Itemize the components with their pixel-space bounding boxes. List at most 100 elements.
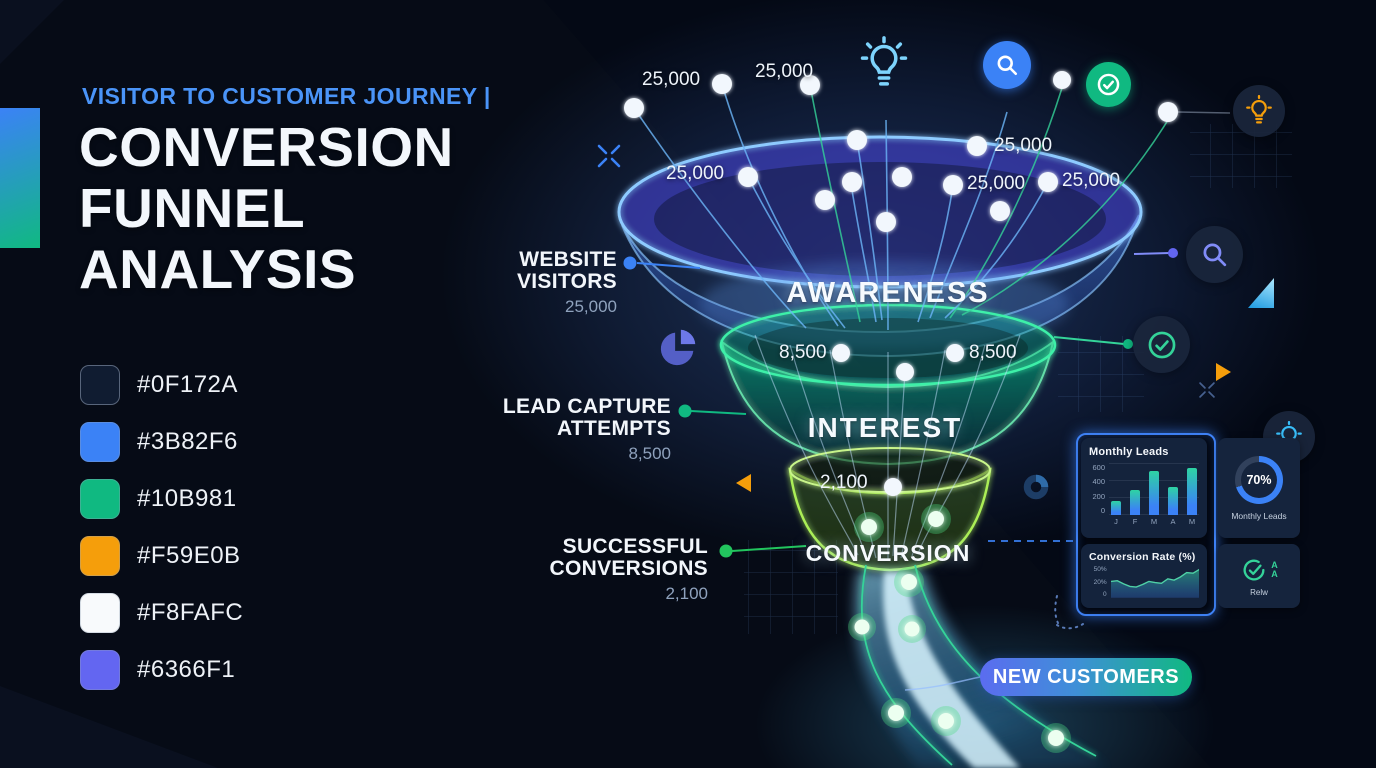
callout-value: 2,100 xyxy=(665,584,708,603)
x-sketch-icon xyxy=(1198,381,1216,404)
dashboard-panel-border xyxy=(1076,433,1216,616)
callout-value: 8,500 xyxy=(628,444,671,463)
dotted-axis-icon xyxy=(1045,592,1087,639)
bar-chart: 600 400 200 0 xyxy=(1089,463,1199,515)
hex-label: #0F172A xyxy=(137,371,238,398)
page-title: CONVERSION FUNNEL ANALYSIS xyxy=(79,117,454,300)
color-palette: #0F172A #3B82F6 #10B981 #F59E0B #F8FAFC … xyxy=(80,365,243,707)
x-axis-label: A xyxy=(1170,517,1176,526)
hex-label: #10B981 xyxy=(137,485,237,512)
value-label: 8,500 xyxy=(779,342,827,363)
callout-label: WEBSITE xyxy=(519,248,617,271)
axis-tick: 20% xyxy=(1093,578,1107,586)
bar-fill xyxy=(1187,468,1197,515)
check-card-label: Relw xyxy=(1250,587,1268,597)
funnel-stage-conversion xyxy=(788,447,992,572)
value-label: 2,100 xyxy=(820,472,868,493)
bar-fill xyxy=(1149,471,1159,515)
check-icon xyxy=(1243,559,1265,581)
stage-label-interest: INTEREST xyxy=(807,412,963,443)
y-axis-ticks: 600 400 200 0 xyxy=(1089,463,1109,515)
bar xyxy=(1149,471,1159,515)
stage-label-awareness: AWARENESS xyxy=(786,277,990,309)
callout-successful-conversions: SUCCESSFUL CONVERSIONS 2,100 xyxy=(550,536,709,604)
x-axis-label: M xyxy=(1188,517,1196,526)
axis-tick: 200 xyxy=(1092,491,1105,501)
value-label: 25,000 xyxy=(666,163,725,184)
callout-label: VISITORS xyxy=(516,270,617,293)
palette-row: #0F172A xyxy=(80,365,243,405)
flow-lines xyxy=(633,83,1169,331)
color-swatch xyxy=(80,479,120,519)
new-customers-badge[interactable]: NEW CUSTOMERS xyxy=(980,658,1192,696)
hex-label: #F8FAFC xyxy=(137,599,244,626)
decor-grids xyxy=(744,124,1292,634)
card-title: Monthly Leads xyxy=(1089,446,1169,458)
conversion-rate-card: Conversion Rate (%) 50% 20% 0 xyxy=(1081,544,1207,608)
lightbulb-icon xyxy=(856,36,912,92)
x-sketch-icon xyxy=(596,143,622,174)
value-label: 25,000 xyxy=(994,135,1053,156)
inner-flow-lines xyxy=(754,334,1021,560)
callout-value: 25,000 xyxy=(565,297,617,316)
callout-lead-capture: LEAD CAPTURE ATTEMPTS 8,500 xyxy=(503,396,671,464)
axis-tick: 600 xyxy=(1092,463,1105,472)
donut-value: 70% xyxy=(1246,472,1272,487)
axis-tick: 0 xyxy=(1100,505,1105,515)
palette-row: #F8FAFC xyxy=(80,593,243,633)
callout-label: ATTEMPTS xyxy=(556,417,671,440)
palette-row: #F59E0B xyxy=(80,536,243,576)
axis-tick: 50% xyxy=(1093,566,1107,573)
bar-fill xyxy=(1111,501,1121,515)
bar xyxy=(1168,487,1178,515)
x-axis-label: F xyxy=(1132,517,1138,526)
callout-label: CONVERSIONS xyxy=(549,557,708,580)
value-label: 8,500 xyxy=(969,342,1017,363)
bar xyxy=(1111,501,1121,515)
bar xyxy=(1187,468,1197,515)
axis-tick: 400 xyxy=(1092,477,1105,487)
card-title: Conversion Rate (%) xyxy=(1089,551,1196,563)
hex-label: #F59E0B xyxy=(137,542,241,569)
bar-fill xyxy=(1130,490,1140,515)
donut-gauge: 70% xyxy=(1235,455,1283,504)
area-chart: 50% 20% 0 xyxy=(1089,566,1199,598)
corner-folds xyxy=(0,0,218,768)
check-icon xyxy=(1086,62,1131,107)
y-axis-ticks: 50% 20% 0 xyxy=(1089,566,1111,598)
connectors xyxy=(623,111,1231,691)
search-icon xyxy=(983,41,1031,89)
pie-chart-icon xyxy=(655,325,701,376)
color-swatch xyxy=(80,422,120,462)
page-title-line: FUNNEL xyxy=(79,177,306,239)
monthly-leads-bars xyxy=(1109,463,1199,515)
value-label: 25,000 xyxy=(967,173,1026,194)
palette-row: #3B82F6 xyxy=(80,422,243,462)
triangle-pointer-right xyxy=(1216,363,1231,381)
color-swatch xyxy=(80,593,120,633)
donut-icon xyxy=(1022,473,1050,506)
lightbulb-icon xyxy=(1233,85,1285,137)
conversion-dots xyxy=(848,504,1071,753)
triangle-pointer-left xyxy=(736,474,751,492)
bar xyxy=(1130,490,1140,515)
accent-side-bar xyxy=(0,108,40,248)
palette-row: #10B981 xyxy=(80,479,243,519)
palette-row: #6366F1 xyxy=(80,650,243,690)
callout-label: SUCCESSFUL xyxy=(562,535,708,558)
stage-label-conversion: CONVERSION xyxy=(805,540,971,566)
check-icon xyxy=(1133,316,1190,373)
hex-label: #3B82F6 xyxy=(137,428,238,455)
donut-label: Monthly Leads xyxy=(1231,510,1287,521)
color-swatch xyxy=(80,365,120,405)
axis-tick: 0 xyxy=(1103,591,1107,598)
value-label: 25,000 xyxy=(642,69,701,90)
donut-hole: 70% xyxy=(1241,461,1277,498)
